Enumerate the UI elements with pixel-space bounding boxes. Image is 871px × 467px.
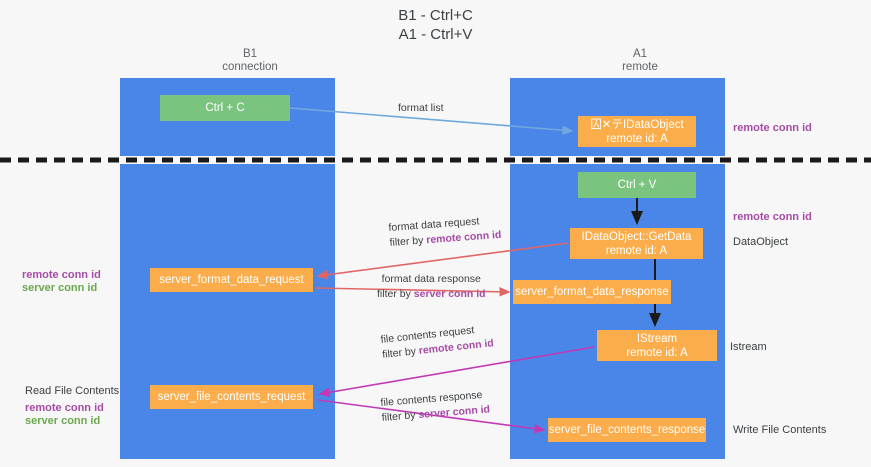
node-getdata-line1: IDataObject::GetData: [581, 230, 692, 243]
edge-label-file-contents-request: file contents request filter by remote c…: [380, 321, 495, 363]
node-idataobject-line2: remote id: A: [606, 132, 668, 145]
annotation-write-file-contents: Write File Contents: [733, 424, 827, 436]
node-ctrl-v-label: Ctrl + V: [617, 179, 657, 191]
node-server-file-contents-request[interactable]: server_file_contents_request: [150, 385, 313, 409]
band-b1-bottom: [120, 164, 335, 459]
node-getdata-line2: remote id: A: [605, 244, 668, 257]
edge-label-format-data-response: format data response filter by server co…: [377, 272, 486, 302]
node-idataobject-line1: 囚✕テIDataObject: [590, 118, 684, 131]
edge-label-file-contents-response: file contents response filter by server …: [380, 387, 491, 425]
title-line-1: B1 - Ctrl+C: [398, 7, 473, 24]
filter-prefix: filter by: [377, 288, 414, 300]
annotation-left-remote-conn-id: remote conn id: [22, 269, 101, 281]
node-ctrl-c-label: Ctrl + C: [205, 102, 245, 114]
edge-label-format-data-response-filter: filter by server conn id: [377, 287, 486, 302]
edge-label-format-data-response-text: format data response: [381, 273, 481, 285]
annotation-left-conn-ids: remote conn id server conn id: [22, 269, 101, 295]
node-istream-line2: remote id: A: [626, 346, 688, 359]
node-idataobject[interactable]: 囚✕テIDataObject remote id: A: [578, 116, 696, 147]
annotation-istream: Istream: [730, 341, 767, 353]
annotation-read-file-contents: Read File Contents: [25, 385, 120, 397]
node-server-format-data-request-label: server_format_data_request: [159, 274, 304, 286]
page-title: B1 - Ctrl+C A1 - Ctrl+V: [0, 6, 871, 44]
node-server-file-contents-request-label: server_file_contents_request: [157, 391, 306, 403]
annotation-left-conn-ids-2: remote conn id server conn id: [25, 402, 104, 428]
annotation-left2-server-conn-id: server conn id: [25, 415, 101, 427]
column-header-b1-name: B1: [242, 48, 258, 60]
node-ctrl-v[interactable]: Ctrl + V: [578, 172, 696, 198]
node-ctrl-c[interactable]: Ctrl + C: [160, 95, 290, 121]
filter-key-remote-conn-id: remote conn id: [425, 228, 502, 247]
annotation-remote-conn-id-top: remote conn id: [733, 122, 812, 134]
annotation-left-server-conn-id: server conn id: [22, 282, 98, 294]
column-header-a1-name: A1: [632, 48, 648, 60]
node-server-format-data-response-label: server_format_data_response: [515, 286, 669, 298]
filter-key-server-conn-id: server conn id: [413, 288, 486, 300]
annotation-remote-conn-id-mid: remote conn id: [733, 211, 812, 223]
node-server-file-contents-response[interactable]: server_file_contents_response: [548, 418, 706, 442]
filter-prefix: filter by: [381, 345, 420, 361]
node-server-format-data-response[interactable]: server_format_data_response: [513, 280, 671, 304]
edge-label-format-list-text: format list: [398, 102, 444, 114]
filter-prefix: filter by: [389, 234, 427, 249]
column-header-b1-role: connection: [222, 61, 278, 73]
annotation-left2-remote-conn-id: remote conn id: [25, 402, 104, 414]
annotation-dataobject: DataObject: [733, 236, 789, 248]
column-header-a1: A1 remote: [540, 48, 740, 74]
column-header-b1: B1 connection: [150, 48, 350, 74]
node-server-file-contents-response-label: server_file_contents_response: [548, 424, 706, 436]
filter-prefix: filter by: [381, 409, 419, 424]
node-getdata[interactable]: IDataObject::GetData remote id: A: [570, 228, 703, 259]
node-server-format-data-request[interactable]: server_format_data_request: [150, 268, 313, 292]
band-a1-bottom: [510, 164, 725, 459]
edge-label-format-list: format list: [398, 101, 444, 116]
node-istream[interactable]: IStream remote id: A: [597, 330, 717, 361]
node-istream-line1: IStream: [636, 332, 678, 345]
column-header-a1-role: remote: [622, 61, 658, 73]
edge-label-format-data-request: format data request filter by remote con…: [388, 213, 502, 251]
title-line-2: A1 - Ctrl+V: [398, 26, 473, 43]
